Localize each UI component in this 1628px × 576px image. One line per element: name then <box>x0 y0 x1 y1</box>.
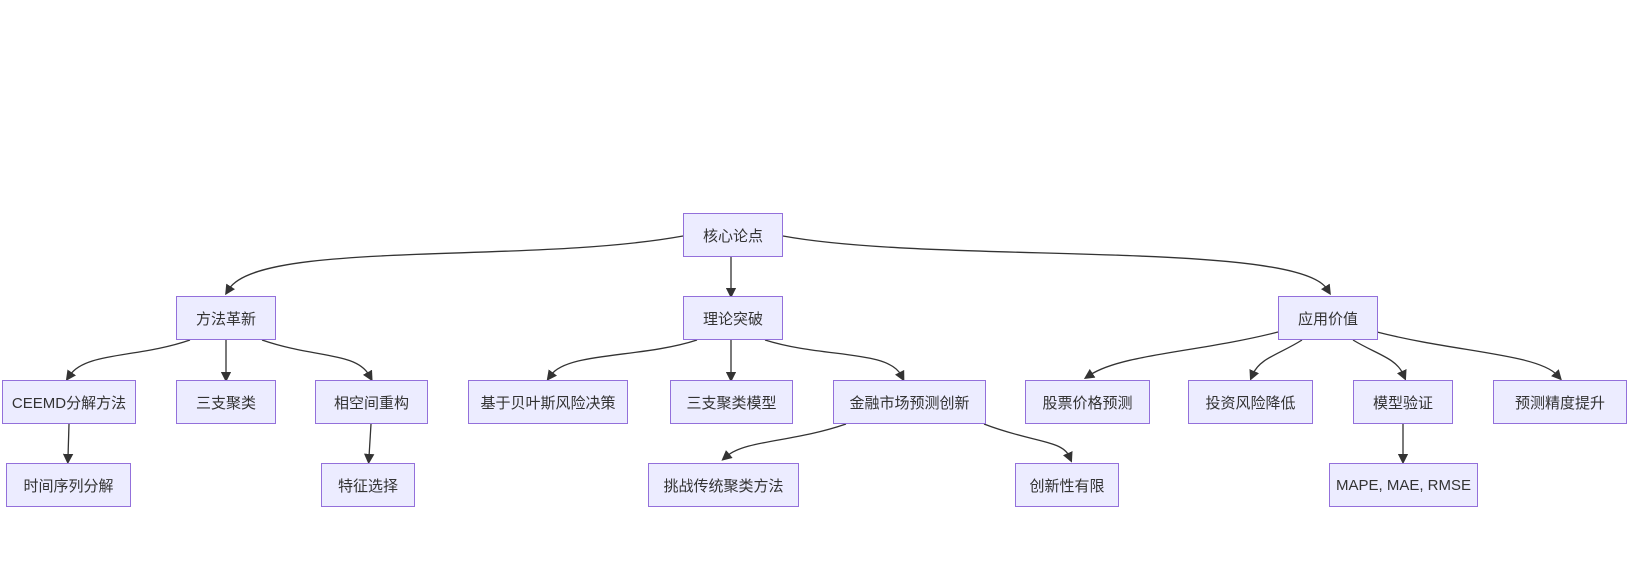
node-bayes: 基于贝叶斯风险决策 <box>468 380 628 424</box>
node-risk-label: 投资风险降低 <box>1205 394 1296 412</box>
edge-phase-space-feature <box>363 423 375 465</box>
edge-application-stock <box>1083 331 1279 379</box>
edge-core-method <box>225 235 684 296</box>
node-feature: 特征选择 <box>321 463 415 507</box>
node-method: 方法革新 <box>176 296 276 340</box>
node-limited: 创新性有限 <box>1015 463 1119 507</box>
node-ceemd: CEEMD分解方法 <box>2 380 136 424</box>
node-method-label: 方法革新 <box>195 310 256 328</box>
node-three-cluster-label: 三支聚类 <box>195 394 256 412</box>
node-phase-space: 相空间重构 <box>315 380 428 424</box>
edge-application-precision <box>1376 331 1562 381</box>
node-limited-label: 创新性有限 <box>1029 477 1105 495</box>
node-validation-label: 模型验证 <box>1372 394 1433 412</box>
node-challenge: 挑战传统聚类方法 <box>648 463 799 507</box>
node-core-label: 核心论点 <box>702 227 763 245</box>
node-ceemd-label: CEEMD分解方法 <box>11 394 127 412</box>
node-theory-label: 理论突破 <box>702 310 763 328</box>
edge-ceemd-ts-decomp <box>62 423 74 465</box>
edge-method-phase-space <box>261 339 373 382</box>
node-model-label: 三支聚类模型 <box>686 394 777 412</box>
edge-core-application <box>782 235 1331 296</box>
node-three-cluster: 三支聚类 <box>176 380 276 424</box>
node-ts-decomp: 时间序列分解 <box>6 463 131 507</box>
node-finance: 金融市场预测创新 <box>833 380 986 424</box>
edge-finance-challenge <box>721 423 847 461</box>
edge-method-ceemd <box>65 339 191 381</box>
node-risk: 投资风险降低 <box>1188 380 1313 424</box>
node-challenge-label: 挑战传统聚类方法 <box>663 477 784 495</box>
node-bayes-label: 基于贝叶斯风险决策 <box>480 394 616 412</box>
node-theory: 理论突破 <box>683 296 783 340</box>
edge-finance-limited <box>983 423 1073 463</box>
node-metrics-label: MAPE, MAE, RMSE <box>1335 476 1472 494</box>
node-application: 应用价值 <box>1278 296 1378 340</box>
node-stock: 股票价格预测 <box>1025 380 1150 424</box>
node-metrics: MAPE, MAE, RMSE <box>1329 463 1478 507</box>
edge-application-validation <box>1352 339 1407 381</box>
node-finance-label: 金融市场预测创新 <box>849 394 970 412</box>
node-application-label: 应用价值 <box>1297 310 1358 328</box>
edge-theory-finance <box>764 339 905 382</box>
node-validation: 模型验证 <box>1353 380 1453 424</box>
edge-application-risk <box>1249 339 1303 381</box>
node-core: 核心论点 <box>683 213 783 257</box>
node-phase-space-label: 相空间重构 <box>333 394 409 412</box>
node-feature-label: 特征选择 <box>337 477 398 495</box>
node-stock-label: 股票价格预测 <box>1042 394 1133 412</box>
node-precision: 预测精度提升 <box>1493 380 1627 424</box>
node-ts-decomp-label: 时间序列分解 <box>23 477 114 495</box>
edge-theory-bayes <box>546 339 698 381</box>
node-model: 三支聚类模型 <box>670 380 793 424</box>
node-precision-label: 预测精度提升 <box>1514 394 1605 412</box>
